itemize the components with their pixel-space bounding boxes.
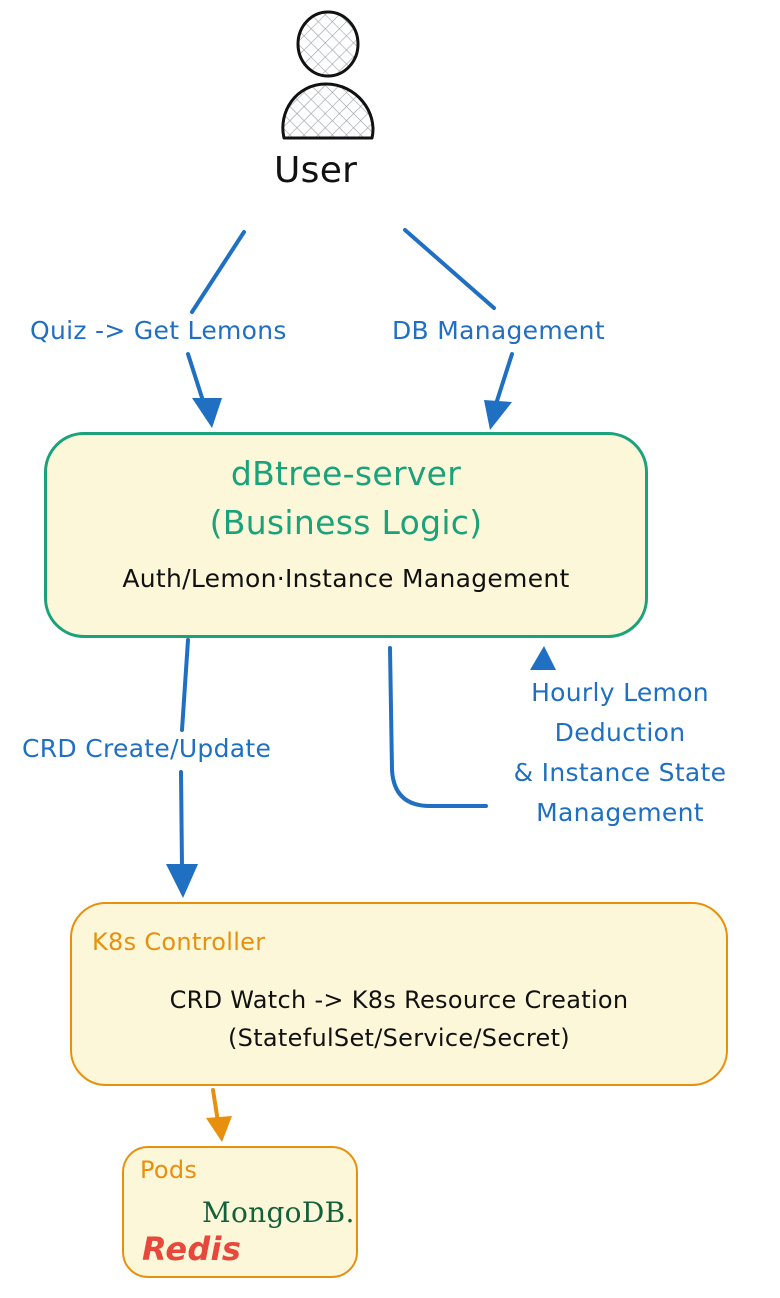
- pods-title: Pods: [140, 1156, 198, 1184]
- server-title-line1: dBtree-server: [230, 454, 462, 493]
- db-edge-label: DB Management: [392, 316, 605, 345]
- person-icon: [281, 10, 375, 140]
- controller-title: K8s Controller: [92, 928, 266, 956]
- mongodb-label: MongoDB.: [202, 1196, 355, 1229]
- controller-box: [70, 902, 728, 1086]
- user-label: User: [274, 150, 358, 191]
- controller-line1: CRD Watch -> K8s Resource Creation: [169, 986, 629, 1014]
- hourly-edge-label-3: & Instance State: [513, 758, 727, 787]
- arrow-db: [403, 228, 514, 430]
- quiz-edge-label: Quiz -> Get Lemons: [30, 316, 287, 345]
- arrow-hourly-loop: [388, 646, 556, 808]
- arrow-pods: [206, 1088, 232, 1142]
- redis-label: Redis: [142, 1230, 242, 1268]
- crd-edge-label: CRD Create/Update: [22, 734, 272, 763]
- server-box: [44, 432, 648, 638]
- server-subtitle: Auth/Lemon·Instance Management: [122, 564, 570, 593]
- pods-box: [122, 1146, 358, 1278]
- controller-line2: (StatefulSet/Service/Secret): [228, 1024, 570, 1052]
- arrow-crd: [166, 638, 198, 898]
- hourly-edge-label-1: Hourly Lemon: [531, 678, 709, 707]
- arrow-quiz: [186, 230, 246, 428]
- hourly-edge-label-2: Deduction: [554, 718, 686, 747]
- hourly-edge-label-4: Management: [536, 798, 704, 827]
- server-title-line2: (Business Logic): [209, 503, 483, 542]
